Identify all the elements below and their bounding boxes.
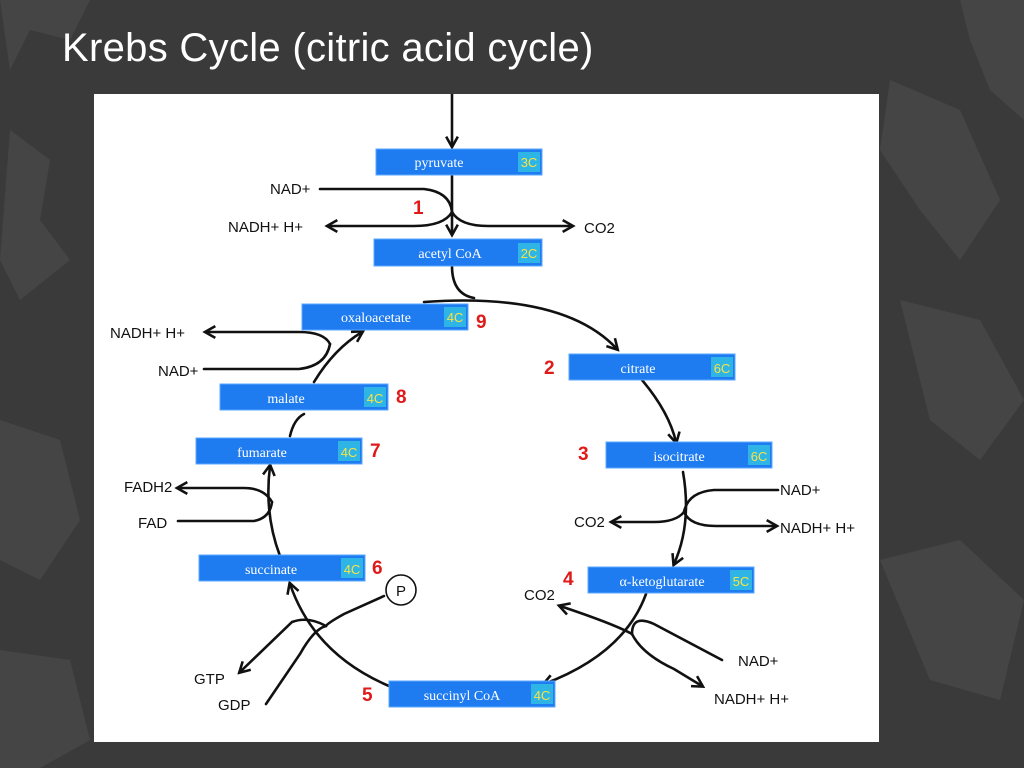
nad-in-step3 xyxy=(682,488,780,514)
carbon-count: 4C xyxy=(447,310,464,325)
carbon-count: 3C xyxy=(521,155,538,170)
molecule-name: citrate xyxy=(621,362,656,377)
cofactor-label: NAD+ xyxy=(158,363,199,380)
molecule-name: fumarate xyxy=(237,446,287,461)
step-number: 2 xyxy=(544,358,555,379)
nad-in-step4 xyxy=(630,619,724,662)
cofactor-label: NAD+ xyxy=(270,181,311,198)
molecule-succinyl-coa: succinyl CoA 4C xyxy=(388,680,556,708)
carbon-count: 5C xyxy=(733,574,750,589)
cofactor-label: NADH+ H+ xyxy=(780,520,855,537)
co2-out-step1 xyxy=(450,210,572,226)
arc-to-ketoglutarate xyxy=(674,470,688,564)
molecule-boxes: pyruvate 3C acetyl CoA 2C oxaloacetate 4… xyxy=(195,148,773,708)
cofactor-label: GDP xyxy=(218,697,251,714)
molecule-name: succinyl CoA xyxy=(424,689,501,704)
nadh-out-step4 xyxy=(630,632,702,686)
gtp-out-step6 xyxy=(240,618,328,672)
molecule-pyruvate: pyruvate 3C xyxy=(375,148,543,176)
step-number: 4 xyxy=(563,569,574,590)
phosphate-label: P xyxy=(396,583,406,600)
molecule-name: isocitrate xyxy=(653,450,704,465)
nadh-out-step3 xyxy=(682,510,776,526)
cofactor-label: CO2 xyxy=(584,220,615,237)
cofactor-label: CO2 xyxy=(574,514,605,531)
krebs-cycle-diagram: pyruvate 3C acetyl CoA 2C oxaloacetate 4… xyxy=(94,94,879,742)
co2-out-step4 xyxy=(560,606,634,636)
molecule-name: oxaloacetate xyxy=(341,311,411,326)
arc-to-citrate xyxy=(422,299,617,349)
step-number: 5 xyxy=(362,685,373,706)
molecule-acetyl-coa: acetyl CoA 2C xyxy=(373,238,543,267)
arc-fumarate-to-malate xyxy=(288,412,306,438)
cofactor-label: NAD+ xyxy=(780,482,821,499)
cofactor-label: NAD+ xyxy=(738,653,779,670)
nadh-out-step1 xyxy=(328,210,454,226)
cofactor-label: CO2 xyxy=(524,587,555,604)
arc-to-oxaloacetate xyxy=(312,332,362,384)
carbon-count: 6C xyxy=(714,361,731,376)
co2-out-step3 xyxy=(612,510,686,522)
pathway-arrows xyxy=(176,94,780,706)
arrow-acetylcoa-into-cycle xyxy=(450,264,476,300)
molecule-citrate: citrate 6C xyxy=(568,353,736,381)
cofactor-labels: NAD+ NADH+ H+ CO2 NADH+ H+ NAD+ FADH2 FA… xyxy=(110,181,855,714)
nadh-out-step9 xyxy=(206,332,332,346)
molecule-name: α-ketoglutarate xyxy=(619,575,704,590)
carbon-count: 4C xyxy=(534,688,551,703)
molecule-name: malate xyxy=(267,392,304,407)
fadh2-out-step7 xyxy=(178,488,274,504)
step-number: 8 xyxy=(396,387,407,408)
molecule-name: succinate xyxy=(245,563,297,578)
cofactor-label: NADH+ H+ xyxy=(714,691,789,708)
molecule-name: pyruvate xyxy=(415,156,464,171)
cofactor-label: FAD xyxy=(138,515,167,532)
molecule-malate: malate 4C xyxy=(219,383,389,411)
step-number: 7 xyxy=(370,441,381,462)
arc-to-succinylcoa xyxy=(544,592,648,684)
molecule-oxaloacetate: oxaloacetate 4C xyxy=(301,303,469,331)
molecule-fumarate: fumarate 4C xyxy=(195,437,363,465)
nad-in-step9 xyxy=(202,342,332,371)
cofactor-label: GTP xyxy=(194,671,225,688)
cofactor-label: FADH2 xyxy=(124,479,172,496)
step-number: 1 xyxy=(413,198,424,219)
step-number: 9 xyxy=(476,312,487,333)
molecule-succinate: succinate 4C xyxy=(198,554,366,582)
nad-in-step1 xyxy=(318,187,454,214)
phosphate-circle: P xyxy=(385,574,417,606)
carbon-count: 4C xyxy=(341,445,358,460)
step-numbers: 1 2 3 4 5 6 7 8 9 xyxy=(362,198,589,706)
arc-to-isocitrate xyxy=(640,378,676,442)
carbon-count: 4C xyxy=(344,562,361,577)
molecule-name: acetyl CoA xyxy=(418,247,482,262)
step-number: 3 xyxy=(578,444,589,465)
molecule-alpha-ketoglutarate: α-ketoglutarate 5C xyxy=(587,566,755,594)
diagram-canvas: pyruvate 3C acetyl CoA 2C oxaloacetate 4… xyxy=(110,94,855,714)
slide-title: Krebs Cycle (citric acid cycle) xyxy=(62,26,594,70)
gdp-in-step6 xyxy=(264,624,328,706)
phosphate-in-step6 xyxy=(324,594,386,628)
fad-in-step7 xyxy=(176,500,274,523)
carbon-count: 2C xyxy=(521,246,538,261)
step-number: 6 xyxy=(372,558,383,579)
carbon-count: 4C xyxy=(367,391,384,406)
molecule-isocitrate: isocitrate 6C xyxy=(605,441,773,469)
arc-to-succinate xyxy=(290,584,391,688)
cofactor-label: NADH+ H+ xyxy=(110,325,185,342)
cofactor-label: NADH+ H+ xyxy=(228,219,303,236)
carbon-count: 6C xyxy=(751,449,768,464)
